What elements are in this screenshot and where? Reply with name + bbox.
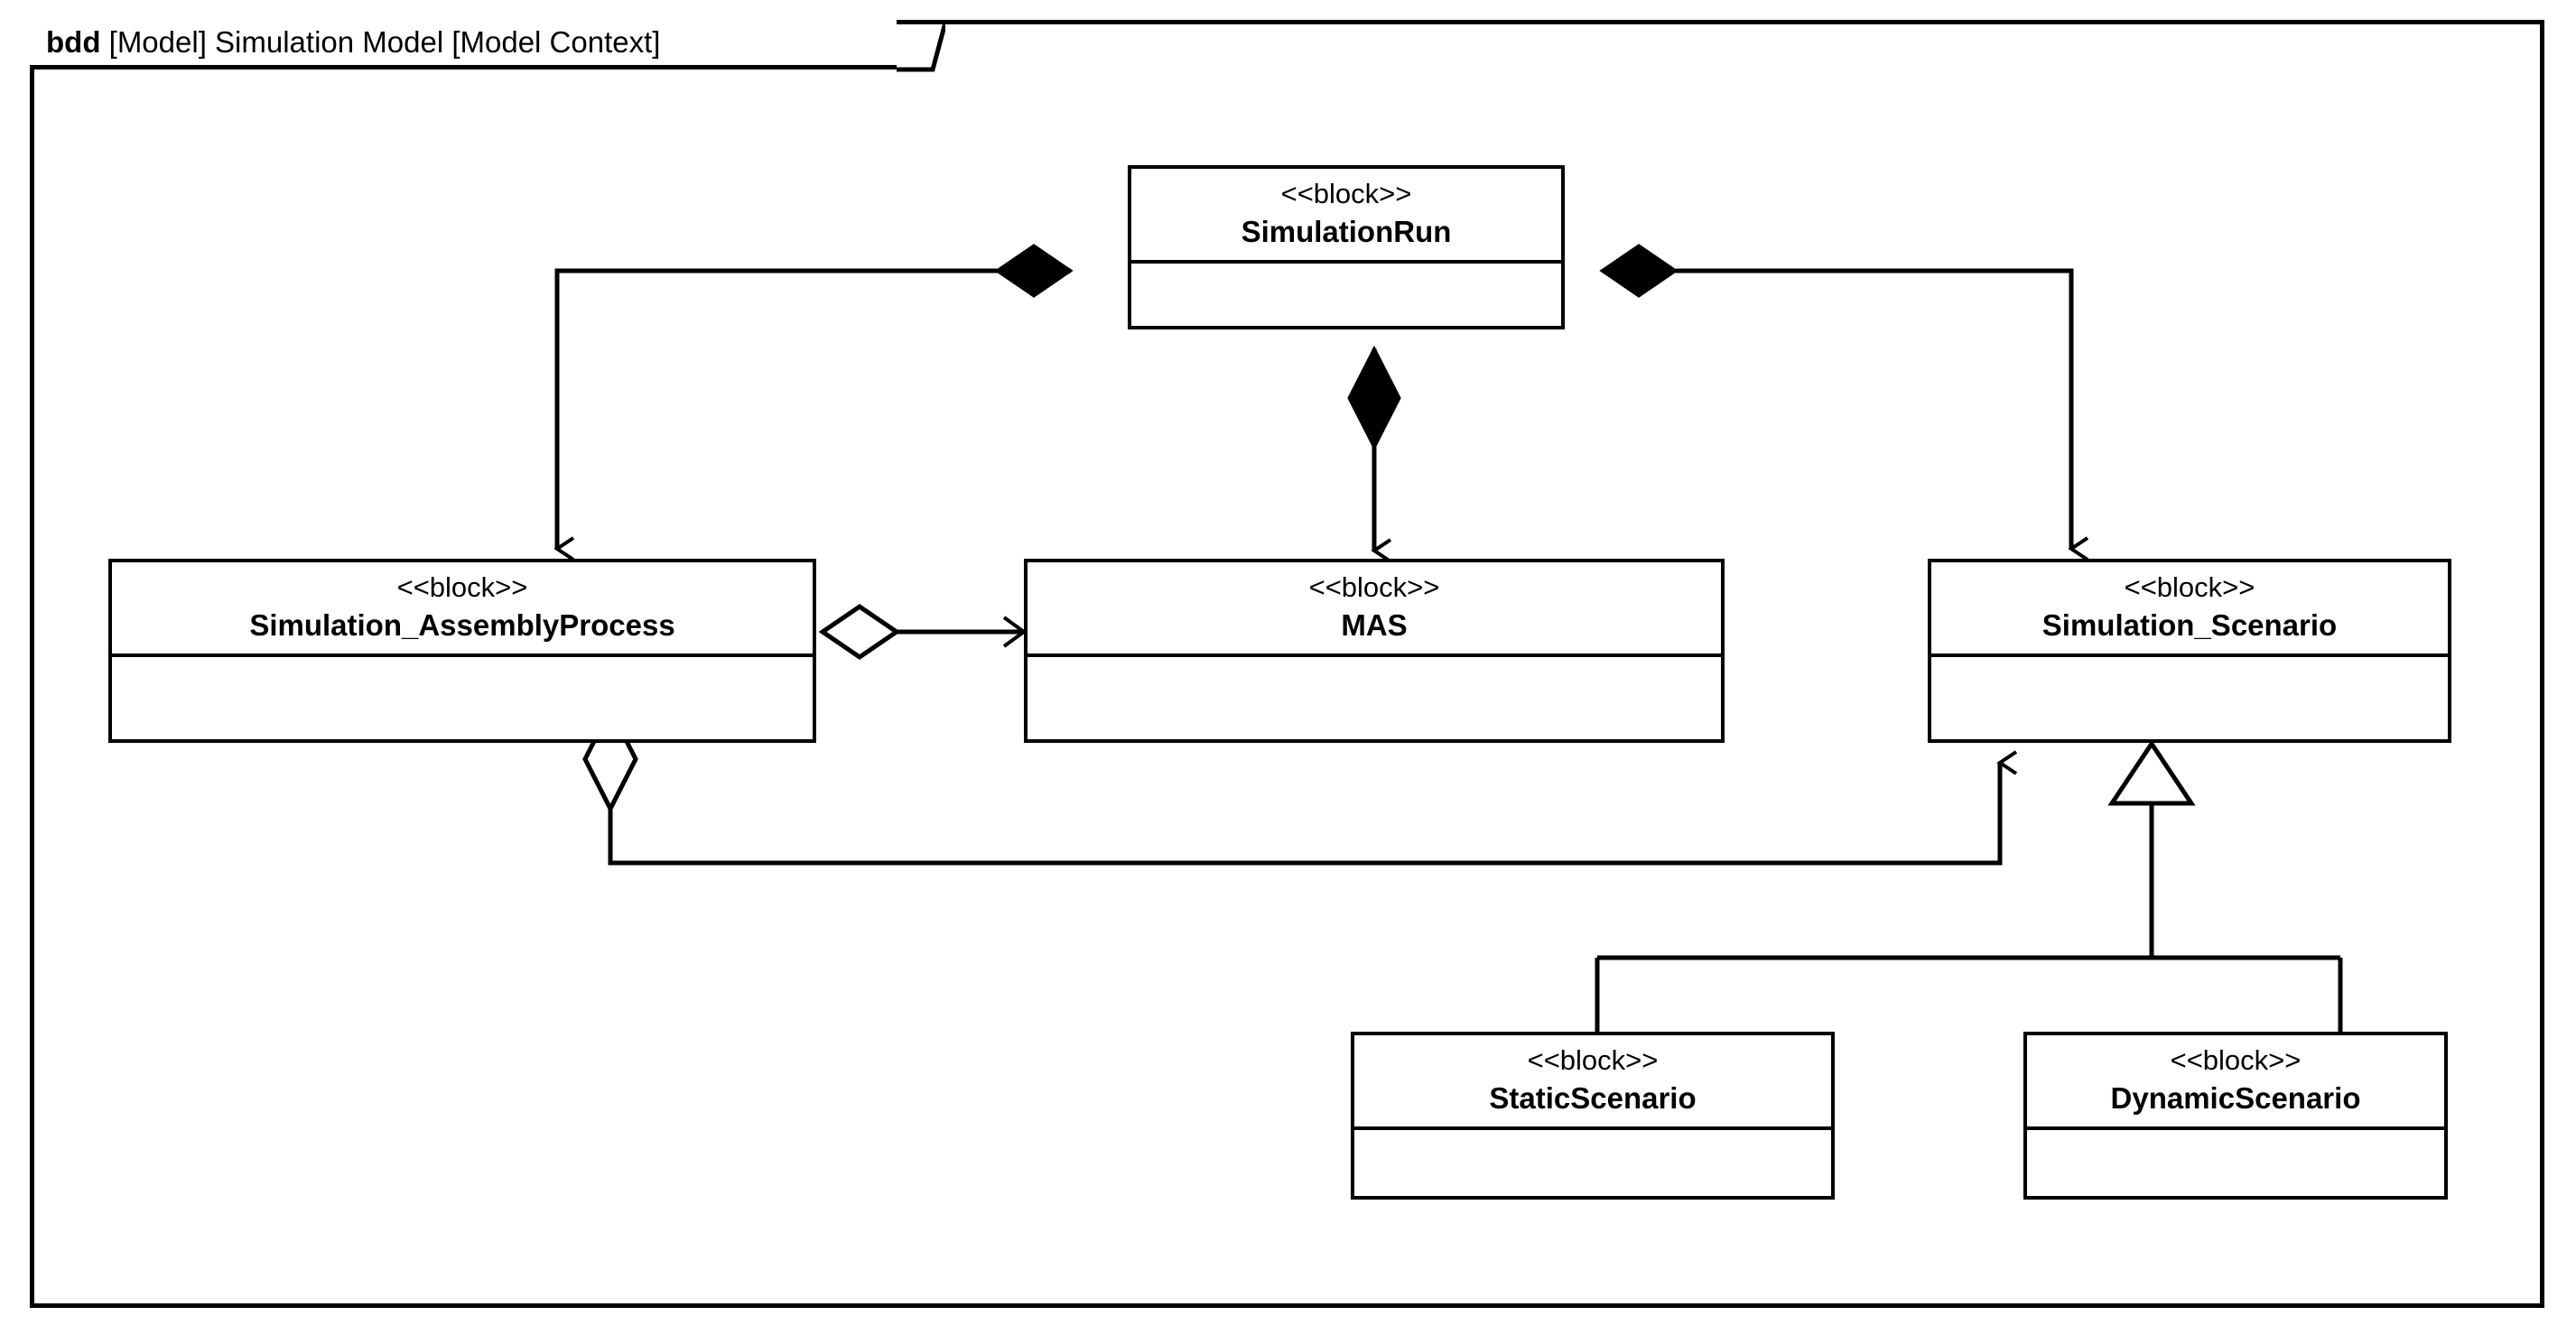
block-name-compartment: <<block>> SimulationRun xyxy=(1131,169,1561,264)
block-attributes-compartment xyxy=(2027,1130,2444,1167)
diagram-kind-label: bdd xyxy=(46,25,101,59)
block-stereotype: <<block>> xyxy=(2124,571,2255,603)
block-stereotype: <<block>> xyxy=(1308,571,1440,603)
block-name-compartment: <<block>> StaticScenario xyxy=(1354,1035,1831,1131)
block-dynamic-scenario[interactable]: <<block>> DynamicScenario xyxy=(2023,1032,2448,1200)
block-title: MAS xyxy=(1341,607,1408,642)
block-mas[interactable]: <<block>> MAS xyxy=(1024,559,1725,743)
block-title: DynamicScenario xyxy=(2110,1080,2361,1115)
block-title: StaticScenario xyxy=(1489,1080,1697,1115)
block-stereotype: <<block>> xyxy=(1527,1044,1659,1076)
block-simulation-assembly-process[interactable]: <<block>> Simulation_AssemblyProcess xyxy=(108,559,816,743)
block-stereotype: <<block>> xyxy=(1280,178,1412,209)
block-name-compartment: <<block>> Simulation_AssemblyProcess xyxy=(112,562,813,658)
block-title: Simulation_Scenario xyxy=(2041,607,2338,642)
block-attributes-compartment xyxy=(1354,1130,1831,1167)
block-name-compartment: <<block>> MAS xyxy=(1028,562,1721,658)
block-attributes-compartment xyxy=(112,657,813,694)
block-name-compartment: <<block>> Simulation_Scenario xyxy=(1931,562,2448,658)
block-attributes-compartment xyxy=(1131,264,1561,301)
diagram-header-label: bdd [Model] Simulation Model [Model Cont… xyxy=(46,25,660,60)
block-static-scenario[interactable]: <<block>> StaticScenario xyxy=(1351,1032,1835,1200)
diagram-frame-tab-slant-icon xyxy=(897,22,945,72)
block-name-compartment: <<block>> DynamicScenario xyxy=(2027,1035,2444,1131)
block-title: SimulationRun xyxy=(1241,214,1452,248)
diagram-header-rest: [Model] Simulation Model [Model Context] xyxy=(100,25,661,59)
block-simulation-scenario[interactable]: <<block>> Simulation_Scenario xyxy=(1928,559,2451,743)
block-title: Simulation_AssemblyProcess xyxy=(249,607,675,642)
block-attributes-compartment xyxy=(1028,657,1721,694)
block-simulation-run[interactable]: <<block>> SimulationRun xyxy=(1128,165,1565,329)
block-attributes-compartment xyxy=(1931,657,2448,694)
block-stereotype: <<block>> xyxy=(396,571,528,603)
block-stereotype: <<block>> xyxy=(2170,1044,2302,1076)
diagram-frame-tab-body: bdd [Model] Simulation Model [Model Cont… xyxy=(30,20,897,70)
